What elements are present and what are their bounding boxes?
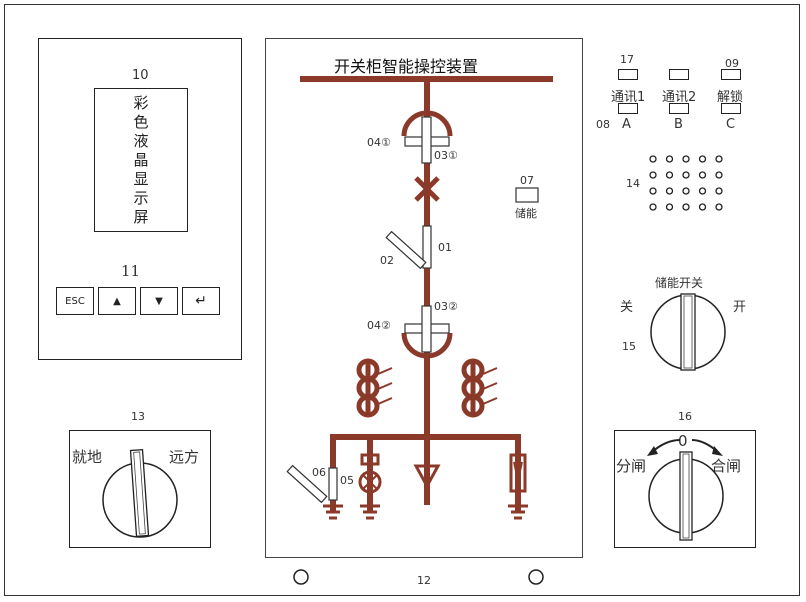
- lower-disconnect-left-label: 04②: [367, 319, 391, 332]
- phase-a-label: A: [622, 117, 631, 132]
- speaker-hole: [715, 155, 723, 163]
- storage-label: 储能: [515, 207, 537, 220]
- mimic-footer-number: 12: [417, 574, 431, 587]
- storage-switch-number: 15: [622, 340, 636, 353]
- current-transformer-left: [356, 358, 380, 418]
- storage-switch-on-label: 开: [733, 300, 747, 315]
- phase-c-led: [721, 103, 741, 114]
- lcd-screen: [94, 88, 188, 232]
- speaker-hole: [649, 155, 657, 163]
- upper-disconnect-bar-v: [421, 116, 432, 164]
- speaker-hole: [682, 155, 690, 163]
- indicator-label: 05: [340, 474, 354, 487]
- local-remote-knob[interactable]: [102, 448, 182, 544]
- speaker-grille: [649, 155, 723, 211]
- speaker-hole: [698, 187, 707, 195]
- lower-disconnect-arc: [401, 332, 453, 359]
- lower-disconnect-right-label: 03②: [434, 300, 458, 313]
- breaker-cross-b: [414, 176, 440, 202]
- speaker-hole: [715, 187, 723, 195]
- speaker-hole: [698, 203, 707, 211]
- speaker-hole: [682, 203, 690, 211]
- storage-switch-title: 储能开关: [655, 276, 704, 290]
- unlock-led: [721, 69, 741, 80]
- upper-disconnect-right-label: 03①: [434, 149, 458, 162]
- phase-a-led: [618, 103, 638, 114]
- local-remote-number: 13: [131, 410, 145, 423]
- speaker-hole: [715, 203, 723, 211]
- phase-c-label: C: [726, 117, 736, 132]
- earth-switch-indicator: [328, 467, 338, 501]
- cable-termination: [413, 464, 441, 490]
- speaker-hole: [698, 155, 707, 163]
- close-arrow-icon: [712, 446, 723, 456]
- comm2-led: [669, 69, 689, 80]
- storage-switch-knob[interactable]: [648, 292, 728, 372]
- speaker-hole: [649, 203, 657, 211]
- indicator-number-08: 08: [596, 118, 610, 131]
- speaker-hole: [698, 171, 707, 179]
- keys-number: 11: [121, 262, 141, 280]
- ct-terminals: [377, 367, 498, 405]
- mounting-hole-left: [293, 569, 309, 585]
- speaker-hole: [682, 187, 690, 195]
- unlock-label: 解锁: [717, 90, 744, 105]
- down-arrow-button[interactable]: ▼: [140, 287, 178, 315]
- open-arrow-icon: [647, 446, 658, 456]
- speaker-number: 14: [626, 177, 640, 190]
- indicator-number-17: 17: [620, 53, 634, 66]
- speaker-hole: [715, 171, 723, 179]
- comm2-label: 通讯2: [662, 90, 697, 105]
- lcd-screen-label: 彩 色 液 晶 显 示 屏: [133, 94, 149, 226]
- open-close-zero: 0: [678, 432, 688, 450]
- speaker-hole: [649, 187, 657, 195]
- earth-switch-label: 06: [312, 466, 326, 479]
- enter-button[interactable]: ↵: [182, 287, 220, 315]
- up-arrow-button[interactable]: ▲: [98, 287, 136, 315]
- storage-switch-off-label: 关: [620, 300, 634, 315]
- device-panel-frame: [4, 4, 800, 596]
- speaker-hole: [665, 155, 674, 163]
- lower-disconnect-bar-v: [421, 305, 432, 353]
- comm1-label: 通讯1: [611, 90, 646, 105]
- open-label: 分闸: [616, 457, 647, 475]
- mimic-title: 开关柜智能操控装置: [334, 57, 479, 76]
- breaker-indicator: [422, 225, 432, 269]
- storage-number: 07: [520, 174, 534, 187]
- speaker-hole: [665, 171, 674, 179]
- speaker-hole: [649, 171, 657, 179]
- speaker-hole: [665, 203, 674, 211]
- esc-button[interactable]: ESC: [56, 287, 94, 315]
- display-number: 10: [132, 68, 149, 83]
- storage-indicator: [515, 187, 539, 203]
- speaker-hole: [682, 171, 690, 179]
- mounting-hole-right: [528, 569, 544, 585]
- phase-b-label: B: [674, 117, 683, 132]
- open-close-knob[interactable]: [614, 430, 756, 548]
- earth-switch-blade: [286, 464, 328, 504]
- upper-disconnect-left-label: 04①: [367, 136, 391, 149]
- breaker-handle: [385, 230, 427, 270]
- speaker-hole: [665, 187, 674, 195]
- open-close-number: 16: [678, 410, 692, 423]
- local-label: 就地: [72, 448, 103, 466]
- current-transformer-right: [461, 358, 485, 418]
- remote-label: 远方: [169, 448, 200, 466]
- surge-arrester: [509, 453, 527, 493]
- indicator-lamp: [358, 470, 382, 494]
- upper-disconnect-arc: [401, 110, 453, 137]
- comm1-led: [618, 69, 638, 80]
- close-label: 合闸: [711, 457, 742, 475]
- earth-symbols: [323, 504, 528, 520]
- breaker-label: 01: [438, 241, 452, 254]
- indicator-number-09: 09: [725, 57, 739, 70]
- phase-b-led: [669, 103, 689, 114]
- breaker-handle-label: 02: [380, 254, 394, 267]
